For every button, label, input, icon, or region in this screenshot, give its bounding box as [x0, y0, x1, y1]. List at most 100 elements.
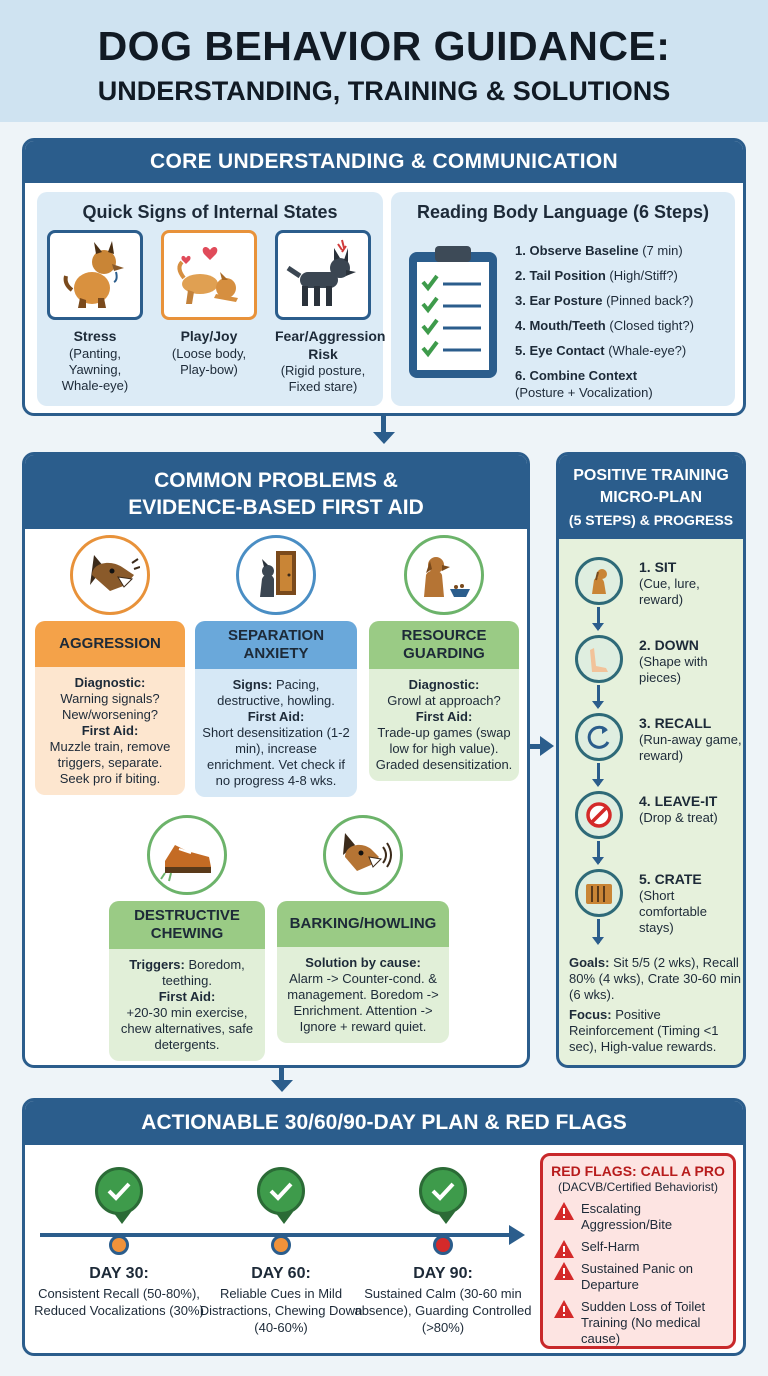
timeline-line [40, 1233, 510, 1237]
action-plan-panel: ACTIONABLE 30/60/90-DAY PLAN & RED FLAGS… [22, 1098, 746, 1356]
sign-detail: (Rigid posture, Fixed stare) [280, 363, 366, 395]
red-flag-item: Sustained Panic on Departure [551, 1261, 725, 1293]
positive-training-panel: POSITIVE TRAINING MICRO-PLAN (5 STEPS) &… [556, 452, 746, 1068]
problem-resource-guarding: RESOURCE GUARDING Diagnostic: Growl at a… [369, 535, 519, 781]
flow-arrow-down-icon [271, 1080, 293, 1092]
training-step-leave-it: 4. LEAVE-IT(Drop & treat) [575, 791, 743, 847]
milestone-dot [109, 1235, 129, 1255]
training-step-sit: 1. SIT(Cue, lure, reward) [575, 557, 743, 613]
core-panel-title: CORE UNDERSTANDING & COMMUNICATION [25, 141, 743, 183]
check-pin-icon [257, 1167, 305, 1224]
playing-dog-icon [161, 230, 257, 320]
milestone-dot [271, 1235, 291, 1255]
milestone-day-60: DAY 60: Reliable Cues in Mild Distractio… [191, 1167, 371, 1336]
step-item: 3. Ear Posture (Pinned back?) [515, 293, 694, 308]
return-arrow-icon [575, 713, 623, 761]
training-step-down: 2. DOWN(Shape with pieces) [575, 635, 743, 691]
problem-name: DESTRUCTIVE CHEWING [109, 901, 265, 949]
problem-aggression: AGGRESSION Diagnostic: Warning signals? … [35, 535, 185, 795]
step-connector [592, 685, 604, 709]
step-item: 5. Eye Contact (Whale-eye?) [515, 343, 687, 358]
body-language-title: Reading Body Language (6 Steps) [416, 202, 710, 222]
warning-icon [554, 1202, 574, 1220]
red-flag-item: Sudden Loss of Toilet Training (No medic… [551, 1299, 725, 1347]
crate-icon [575, 869, 623, 917]
red-flags-title: RED FLAGS: CALL A PRO [551, 1163, 725, 1179]
common-problems-panel: COMMON PROBLEMS & EVIDENCE-BASED FIRST A… [22, 452, 530, 1068]
prohibited-icon [575, 791, 623, 839]
flow-arrow-right-icon [540, 736, 554, 756]
sign-fear-aggression: Fear/Aggression Risk (Rigid posture, Fix… [275, 230, 386, 396]
stressed-dog-icon [47, 230, 143, 320]
milestone-dot [433, 1235, 453, 1255]
milestone-day-30: DAY 30: Consistent Recall (50-80%), Redu… [29, 1167, 209, 1319]
dog-with-bowl-icon [404, 535, 484, 615]
check-pin-icon [419, 1167, 467, 1224]
milestone-desc: Sustained Calm (30-60 min absence), Guar… [354, 1286, 532, 1335]
dog-at-door-icon [236, 535, 316, 615]
core-understanding-panel: CORE UNDERSTANDING & COMMUNICATION Quick… [22, 138, 746, 416]
training-goals: Goals: Sit 5/5 (2 wks), Recall 80% (4 wk… [569, 955, 741, 1054]
timeline-arrow-icon [509, 1225, 525, 1245]
red-flags-subtitle: (DACVB/Certified Behaviorist) [557, 1180, 719, 1194]
problem-card: RESOURCE GUARDING Diagnostic: Growl at a… [369, 621, 519, 781]
problem-card: BARKING/HOWLING Solution by cause: Alarm… [277, 901, 449, 1043]
training-step-recall: 3. RECALL(Run-away game, reward) [575, 713, 743, 769]
checklist-clipboard-icon [409, 246, 497, 378]
growling-dog-icon [70, 535, 150, 615]
problem-name: RESOURCE GUARDING [369, 621, 519, 669]
problem-barking-howling: BARKING/HOWLING Solution by cause: Alarm… [277, 815, 449, 1043]
page-title: DOG BEHAVIOR GUIDANCE: [97, 23, 671, 69]
body-language-steps: 1. Observe Baseline (7 min) 2. Tail Posi… [515, 238, 729, 401]
barking-dog-icon [323, 815, 403, 895]
flow-arrow-stem [530, 744, 542, 749]
sitting-dog-icon [575, 557, 623, 605]
flow-arrow-stem [381, 416, 386, 432]
quick-signs-box: Quick Signs of Internal States Stress (P [37, 192, 386, 406]
sign-detail: (Panting, Yawning, Whale-eye) [61, 345, 129, 394]
step-item: 4. Mouth/Teeth (Closed tight?) [515, 318, 694, 333]
red-flag-item: Self-Harm [551, 1239, 725, 1258]
milestone-desc: Consistent Recall (50-80%), Reduced Voca… [34, 1286, 204, 1318]
page-header: DOG BEHAVIOR GUIDANCE: UNDERSTANDING, TR… [0, 0, 768, 122]
milestone-day: DAY 90: [413, 1265, 473, 1282]
step-connector [592, 841, 604, 865]
problem-name: BARKING/HOWLING [277, 901, 449, 947]
warning-icon [554, 1262, 574, 1280]
sign-play: Play/Joy (Loose body, Play-bow) [161, 230, 257, 378]
sign-label: Fear/Aggression Risk [275, 328, 386, 362]
milestone-day: DAY 30: [89, 1265, 149, 1282]
problem-separation-anxiety: SEPARATION ANXIETY Signs: Pacing, destru… [195, 535, 357, 797]
check-pin-icon [95, 1167, 143, 1224]
red-flag-item: Escalating Aggression/Bite [551, 1201, 725, 1233]
sign-detail: (Loose body, Play-bow) [171, 345, 247, 377]
sign-stress: Stress (Panting, Yawning, Whale-eye) [47, 230, 143, 394]
milestone-day-90: DAY 90: Sustained Calm (30-60 min absenc… [353, 1167, 533, 1336]
problem-card: AGGRESSION Diagnostic: Warning signals? … [35, 621, 185, 795]
warning-icon [554, 1300, 574, 1318]
training-step-crate: 5. CRATE(Short comfortable stays) [575, 869, 743, 939]
step-item: 1. Observe Baseline (7 min) [515, 243, 683, 258]
step-item: 2. Tail Position (High/Stiff?) [515, 268, 678, 283]
milestone-day: DAY 60: [251, 1265, 311, 1282]
body-language-box: Reading Body Language (6 Steps) 1. Obser… [391, 192, 735, 406]
paw-icon [575, 635, 623, 683]
step-connector [592, 919, 604, 945]
flow-arrow-down-icon [373, 432, 395, 444]
chewed-shoe-icon [147, 815, 227, 895]
problem-destructive-chewing: DESTRUCTIVE CHEWING Triggers: Boredom, t… [109, 815, 265, 1061]
red-flags-box: RED FLAGS: CALL A PRO (DACVB/Certified B… [540, 1153, 736, 1349]
flow-arrow-stem [279, 1068, 284, 1080]
tense-dog-icon [275, 230, 371, 320]
page-subtitle: UNDERSTANDING, TRAINING & SOLUTIONS [97, 76, 671, 106]
milestone-desc: Reliable Cues in Mild Distractions, Chew… [199, 1286, 363, 1335]
plan-panel-title: ACTIONABLE 30/60/90-DAY PLAN & RED FLAGS [25, 1101, 743, 1145]
problem-name: SEPARATION ANXIETY [195, 621, 357, 669]
sign-label: Stress [73, 328, 117, 344]
step-connector [592, 607, 604, 631]
training-panel-title: POSITIVE TRAINING MICRO-PLAN (5 STEPS) &… [559, 455, 743, 539]
problem-card: DESTRUCTIVE CHEWING Triggers: Boredom, t… [109, 901, 265, 1061]
step-connector [592, 763, 604, 787]
sign-label: Play/Joy [180, 328, 238, 344]
problem-card: SEPARATION ANXIETY Signs: Pacing, destru… [195, 621, 357, 797]
